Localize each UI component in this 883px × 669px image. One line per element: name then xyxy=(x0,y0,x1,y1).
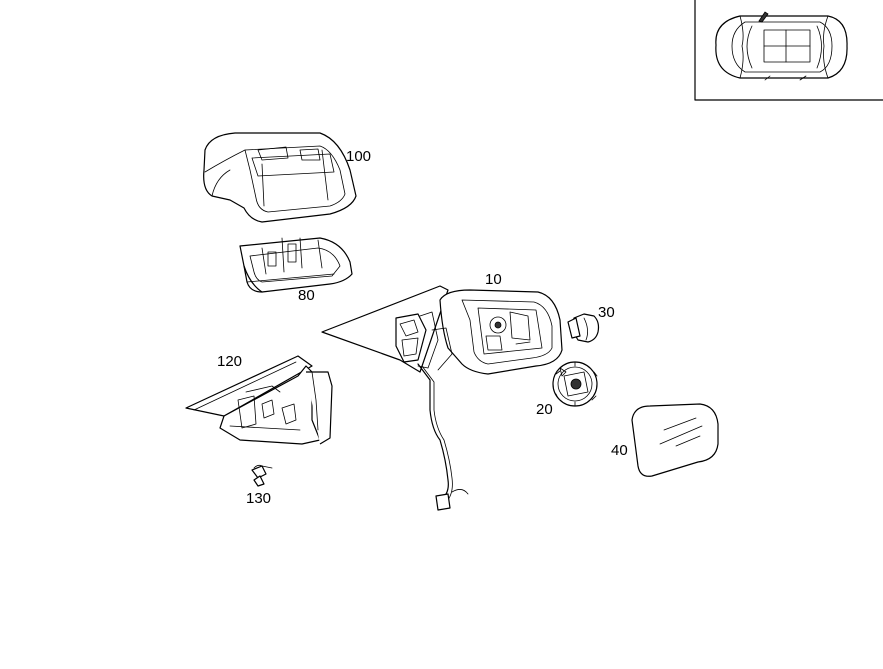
actuator-part-20 xyxy=(552,361,598,407)
vehicle-locator xyxy=(694,0,883,101)
car-top-view-icon xyxy=(715,11,848,81)
screw-part-130 xyxy=(251,464,273,487)
callout-10: 10 xyxy=(485,271,502,288)
callout-80: 80 xyxy=(298,287,315,304)
mirror-marker-icon xyxy=(758,11,769,23)
mirror-cover-part-100 xyxy=(203,132,357,223)
callout-130: 130 xyxy=(246,490,272,507)
mirror-base-part-120 xyxy=(185,355,333,445)
callout-120: 120 xyxy=(217,353,243,370)
mirror-glass-part-40 xyxy=(631,403,719,477)
callout-20: 20 xyxy=(536,401,553,418)
callout-30: 30 xyxy=(598,304,615,321)
callout-100: 100 xyxy=(346,148,372,165)
mirror-frame-part-80 xyxy=(239,237,353,293)
bulb-part-30 xyxy=(567,313,600,343)
locator-frame xyxy=(694,0,883,101)
callout-40: 40 xyxy=(611,442,628,459)
mirror-assembly-part-10 xyxy=(321,285,563,511)
